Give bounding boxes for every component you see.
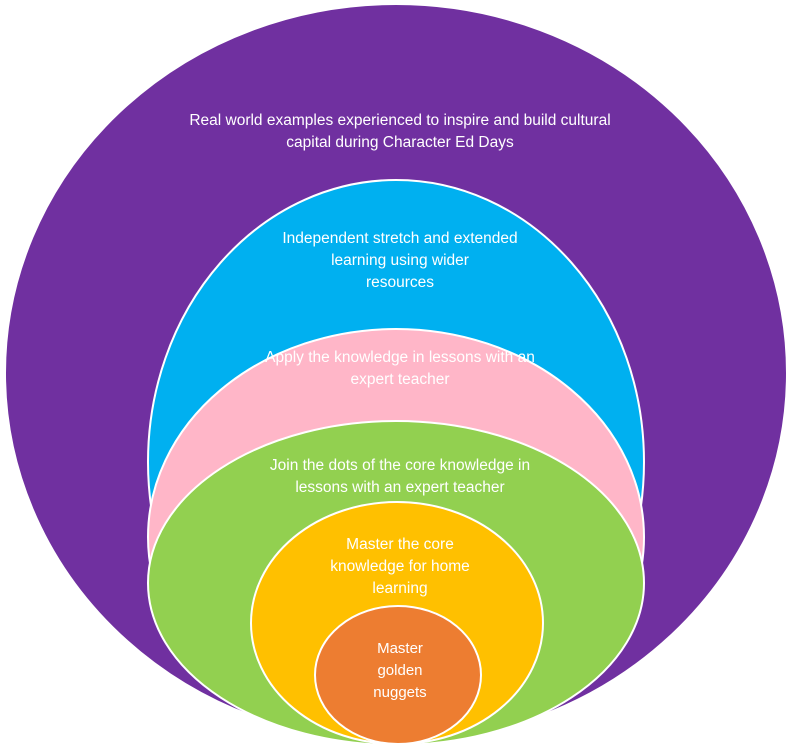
ring-outer-label: Real world examples experienced to inspi… (189, 112, 611, 151)
ring-blue-label: Independent stretch and extended learnin… (282, 230, 518, 291)
ring-green-label: Join the dots of the core knowledge in l… (269, 457, 531, 496)
ring-pink-label: Apply the knowledge in lessons with an e… (265, 349, 535, 388)
ring-orange-label: Master golden nuggets (373, 640, 427, 701)
ring-yellow-label: Master the core knowledge for home learn… (330, 536, 470, 597)
ring-orange (314, 605, 482, 745)
